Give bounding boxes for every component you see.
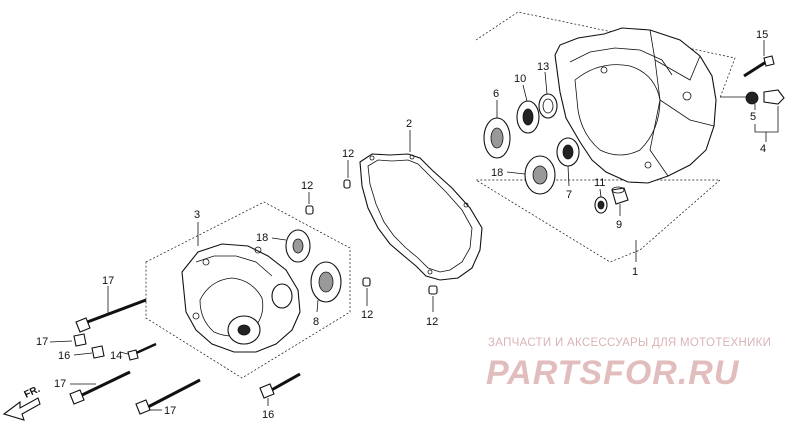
gasket-hole <box>369 155 375 161</box>
callout-17-lower: 17 <box>54 378 66 390</box>
front-arrow-icon <box>2 397 41 421</box>
callout-11: 11 <box>594 177 605 189</box>
cover-group: 3 18 8 17 17 17 17 <box>36 201 351 421</box>
bearing-8-bore <box>318 271 334 293</box>
callout-16-bottom: 16 <box>262 409 274 421</box>
cover-bolt-hole <box>254 246 262 254</box>
leader-18-right <box>506 171 526 175</box>
breather-4 <box>763 89 785 105</box>
leader-11 <box>599 188 602 198</box>
bushing-9 <box>611 187 629 205</box>
callout-6: 6 <box>493 88 499 100</box>
bearing-10-bore <box>522 108 534 126</box>
dowel-pin-12a <box>343 179 351 189</box>
callout-3: 3 <box>194 209 200 221</box>
callout-18-right: 18 <box>491 167 503 179</box>
cover-bolt-hole <box>192 312 200 320</box>
stud-16-bottom <box>267 372 301 394</box>
callout-13: 13 <box>537 61 549 73</box>
leader-18-left <box>271 237 287 241</box>
gasket-hole <box>463 202 469 208</box>
leader-16-left <box>73 352 93 356</box>
callout-9: 9 <box>616 219 622 231</box>
case-boss <box>682 91 692 101</box>
bolt-17-upper <box>81 298 147 326</box>
dowel-pin-12b <box>305 205 314 215</box>
rear-cover <box>181 243 301 353</box>
gasket-inner-edge <box>367 159 473 273</box>
gasket-hole <box>409 154 415 160</box>
dowel-pin-12c <box>362 277 371 287</box>
bolt-17-left-head <box>73 333 87 347</box>
transmission-case-group: 1 6 10 13 18 7 11 9 15 <box>474 11 785 278</box>
leader-13 <box>544 71 548 95</box>
case-bolt-hole <box>600 66 608 74</box>
bolt-17-bottom-head <box>135 399 151 415</box>
bolt-15 <box>743 60 767 78</box>
callout-14: 14 <box>110 350 122 362</box>
callout-15: 15 <box>756 29 768 41</box>
callout-12-left: 12 <box>301 180 313 192</box>
cover-detail <box>195 255 273 337</box>
callout-8: 8 <box>313 316 319 328</box>
leader-14 <box>119 351 129 355</box>
washer-5 <box>745 91 759 105</box>
seal-13-lip <box>542 98 554 114</box>
callout-12-right: 12 <box>426 316 438 328</box>
front-label: FR. <box>23 384 42 401</box>
leader-8 <box>316 299 319 313</box>
callout-18-left: 18 <box>256 232 268 244</box>
callout-1: 1 <box>632 266 638 278</box>
cover-boss-bore <box>237 324 251 336</box>
bearing-18-right-bore <box>532 165 548 185</box>
callout-17-upper: 17 <box>102 275 114 287</box>
watermark-tagline: ЗАПЧАСТИ И АКСЕССУАРЫ ДЛЯ МОТОТЕХНИКИ <box>488 337 771 349</box>
bearing-7-bore <box>562 144 574 160</box>
bolt-14-head <box>127 349 139 361</box>
gasket-group: 2 12 12 12 12 <box>301 118 483 328</box>
callout-7: 7 <box>566 189 572 201</box>
bushing-9-top <box>611 186 625 194</box>
callout-10: 10 <box>514 73 526 85</box>
bolt-17-upper-head <box>75 317 91 333</box>
bolt-17-lower-head <box>69 389 85 405</box>
case-ribs <box>649 29 715 177</box>
nut-16-left <box>91 345 105 359</box>
leader-17-left <box>49 340 73 343</box>
seal-13 <box>538 93 558 119</box>
leader-10 <box>522 84 528 102</box>
dowel-pin-12d <box>428 285 438 295</box>
nut-16-bottom <box>259 383 275 399</box>
callout-2: 2 <box>406 118 412 130</box>
bearing-18-left-bore <box>292 238 304 254</box>
bracket-4 <box>754 106 779 133</box>
bolt-15-head <box>763 55 775 67</box>
cover-bearing-seat <box>271 283 293 309</box>
seal-11-core <box>597 200 605 210</box>
bolt-14 <box>133 342 157 356</box>
callout-12-top: 12 <box>342 148 354 160</box>
watermark-brand: PARTSFOR.RU <box>486 354 740 392</box>
bolt-17-bottom <box>145 378 201 410</box>
bolt-17-lower <box>79 370 131 398</box>
cover-bolt-hole <box>202 258 210 266</box>
leader-7 <box>567 165 570 187</box>
callout-17-bottom: 17 <box>164 405 176 417</box>
callout-5: 5 <box>750 111 756 123</box>
callout-4: 4 <box>760 143 766 155</box>
transmission-case <box>554 27 717 184</box>
bearing-6-bore <box>490 127 504 149</box>
callout-17-left: 17 <box>36 336 48 348</box>
case-bolt-hole <box>644 161 652 169</box>
callout-12-center: 12 <box>361 309 373 321</box>
front-direction-indicator: FR. <box>2 384 42 421</box>
cover-group-outline <box>145 201 351 379</box>
gasket-hole <box>427 269 433 275</box>
callout-16-left: 16 <box>58 350 70 362</box>
